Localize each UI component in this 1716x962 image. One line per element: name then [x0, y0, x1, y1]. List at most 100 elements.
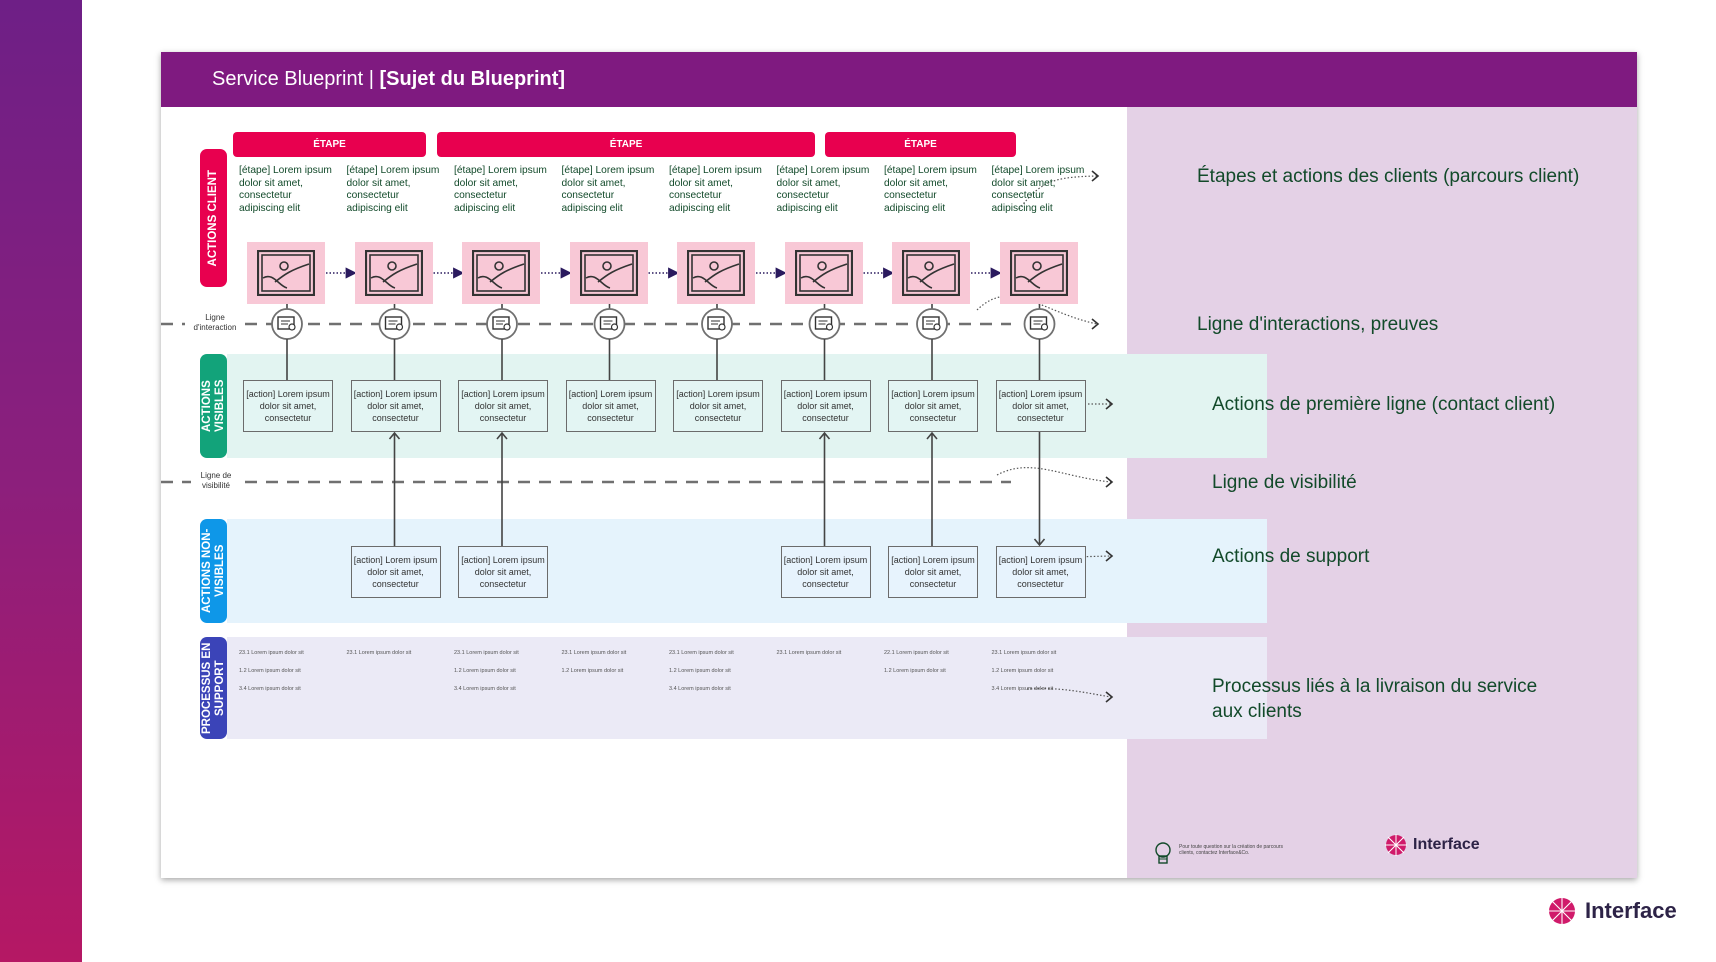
legend-label-4: Ligne de visibilité: [1212, 472, 1357, 493]
step-text: [étape] Lorem ipsum dolor sit amet, cons…: [346, 165, 440, 214]
interface-logo-icon: [1385, 834, 1407, 856]
process-item: 3.4 Lorem ipsum dolor sit: [669, 686, 731, 692]
process-item: 23.1 Lorem ipsum dolor sit: [991, 650, 1057, 656]
client-action-tile: [892, 242, 970, 304]
process-item: 23.1 Lorem ipsum dolor sit: [669, 650, 734, 656]
card-logo: Interface: [1383, 832, 1480, 858]
client-action-tile: [247, 242, 325, 304]
certificate-icon: [378, 308, 411, 340]
lane-label-visible: ACTIONS VISIBLES: [200, 354, 227, 458]
legend-label-3: Actions de première ligne (contact clien…: [1212, 394, 1556, 415]
process-item: 1.2 Lorem ipsum dolor sit: [239, 668, 301, 674]
certificate-icon: [593, 308, 626, 340]
process-item: 1.2 Lorem ipsum dolor sit: [561, 668, 624, 674]
legend-label-5: Actions de support: [1212, 546, 1370, 567]
visible-action-box: [action] Lorem ipsum dolor sit amet, con…: [888, 380, 978, 432]
visible-action-box: [action] Lorem ipsum dolor sit amet, con…: [350, 380, 441, 432]
interaction-line-label: Ligne d'interaction: [185, 313, 245, 333]
nonvisible-action-box: [action] Lorem ipsum dolor sit amet, con…: [350, 546, 441, 598]
support-arrow-up: [388, 431, 401, 546]
step-text: [étape] Lorem ipsum dolor sit amet, cons…: [884, 165, 977, 214]
process-item: 23.1 Lorem ipsum dolor sit: [346, 650, 412, 656]
process-item: 1.2 Lorem ipsum dolor sit: [884, 668, 946, 674]
step-text: [étape] Lorem ipsum dolor sit amet, cons…: [561, 165, 655, 214]
blueprint-card: Service Blueprint | [Sujet du Blueprint]…: [161, 52, 1637, 878]
nonvisible-action-box: [action] Lorem ipsum dolor sit amet, con…: [780, 546, 871, 598]
image-placeholder-icon: [364, 250, 423, 296]
process-item: 3.4 Lorem ipsum dolor sit: [991, 686, 1054, 692]
client-action-tile: [462, 242, 540, 304]
legend-connector-4: [996, 467, 1112, 483]
process-item: 3.4 Lorem ipsum dolor sit: [239, 686, 301, 692]
image-placeholder-icon: [687, 250, 745, 296]
legend-connector-5: [1010, 555, 1112, 569]
support-arrow-down: [1033, 432, 1046, 547]
process-item: 23.1 Lorem ipsum dolor sit: [454, 650, 519, 656]
step-text: [étape] Lorem ipsum dolor sit amet, cons…: [239, 165, 332, 214]
stage-bar-1: ÉTAPE: [233, 132, 426, 157]
process-lane-bg: [227, 637, 1267, 739]
logo-text: Interface: [1413, 836, 1480, 853]
stage-bar-3: ÉTAPE: [825, 132, 1016, 157]
client-action-tile: [784, 242, 863, 304]
visible-action-box: [action] Lorem ipsum dolor sit amet, con…: [673, 380, 763, 432]
lightbulb-icon: [1155, 842, 1171, 864]
support-arrow-up: [496, 431, 508, 546]
card-header: Service Blueprint | [Sujet du Blueprint]: [161, 52, 1637, 107]
page-title: Service Blueprint | [Sujet du Blueprint]: [212, 68, 565, 91]
support-arrow-up: [818, 431, 831, 546]
certificate-icon: [486, 308, 518, 340]
lane-label-client: ACTIONS CLIENT: [200, 149, 227, 287]
title-prefix: Service Blueprint |: [212, 68, 380, 90]
blueprint-connectors: [161, 170, 1114, 703]
visible-action-box: [action] Lorem ipsum dolor sit amet, con…: [780, 380, 871, 432]
process-item: 23.1 Lorem ipsum dolor sit: [776, 650, 842, 656]
process-item: 1.2 Lorem ipsum dolor sit: [669, 668, 731, 674]
process-item: 23.1 Lorem ipsum dolor sit: [561, 650, 627, 656]
client-action-tile: [677, 242, 755, 304]
visible-action-box: [action] Lorem ipsum dolor sit amet, con…: [243, 380, 333, 432]
certificate-icon: [271, 308, 303, 340]
image-placeholder-icon: [579, 250, 638, 296]
client-action-tile: [999, 242, 1078, 304]
title-subject: [Sujet du Blueprint]: [379, 68, 566, 90]
process-item: 3.4 Lorem ipsum dolor sit: [454, 686, 516, 692]
certificate-icon: [1023, 308, 1056, 340]
interface-logo-icon: [1548, 897, 1576, 925]
step-text: [étape] Lorem ipsum dolor sit amet, cons…: [776, 165, 870, 214]
legend-panel: [1127, 107, 1637, 878]
side-gradient-bar: [0, 0, 82, 962]
step-text: [étape] Lorem ipsum dolor sit amet, cons…: [454, 165, 547, 214]
lane-label-nonvisible: ACTIONS NON-VISIBLES: [200, 519, 227, 623]
image-placeholder-icon: [794, 250, 853, 296]
visible-action-box: [action] Lorem ipsum dolor sit amet, con…: [995, 380, 1086, 432]
image-placeholder-icon: [902, 250, 960, 296]
nonvisible-action-box: [action] Lorem ipsum dolor sit amet, con…: [888, 546, 978, 598]
legend-label-2: Ligne d'interactions, preuves: [1197, 314, 1439, 335]
visible-action-box: [action] Lorem ipsum dolor sit amet, con…: [458, 380, 548, 432]
process-item: 1.2 Lorem ipsum dolor sit: [991, 668, 1054, 674]
process-item: 23.1 Lorem ipsum dolor sit: [239, 650, 304, 656]
legend-label-6: Processus liés à la livraison du service…: [1212, 676, 1538, 722]
process-item: 1.2 Lorem ipsum dolor sit: [454, 668, 516, 674]
lane-label-process: PROCESSUS EN SUPPORT: [200, 637, 227, 739]
nonvisible-action-box: [action] Lorem ipsum dolor sit amet, con…: [458, 546, 548, 598]
process-item: 22.1 Lorem ipsum dolor sit: [884, 650, 949, 656]
slide-logo: Interface: [1545, 894, 1677, 928]
footer-note: Pour toute question sur la création de p…: [1179, 844, 1283, 856]
step-text: [étape] Lorem ipsum dolor sit amet, cons…: [991, 165, 1085, 214]
logo-text: Interface: [1585, 898, 1677, 923]
nonvisible-action-box: [action] Lorem ipsum dolor sit amet, con…: [995, 546, 1086, 598]
certificate-icon: [808, 308, 841, 340]
certificate-icon: [701, 308, 733, 340]
certificate-icon: [916, 308, 948, 340]
legend-label-1: Étapes et actions des clients (parcours …: [1197, 166, 1580, 187]
image-placeholder-icon: [472, 250, 530, 296]
visibility-line-label: Ligne de visibilité: [191, 471, 241, 491]
support-arrow-up: [926, 431, 938, 546]
image-placeholder-icon: [257, 250, 315, 296]
stage-bar-2: ÉTAPE: [437, 132, 815, 157]
visible-action-box: [action] Lorem ipsum dolor sit amet, con…: [565, 380, 656, 432]
step-text: [étape] Lorem ipsum dolor sit amet, cons…: [669, 165, 762, 214]
image-placeholder-icon: [1009, 250, 1068, 296]
